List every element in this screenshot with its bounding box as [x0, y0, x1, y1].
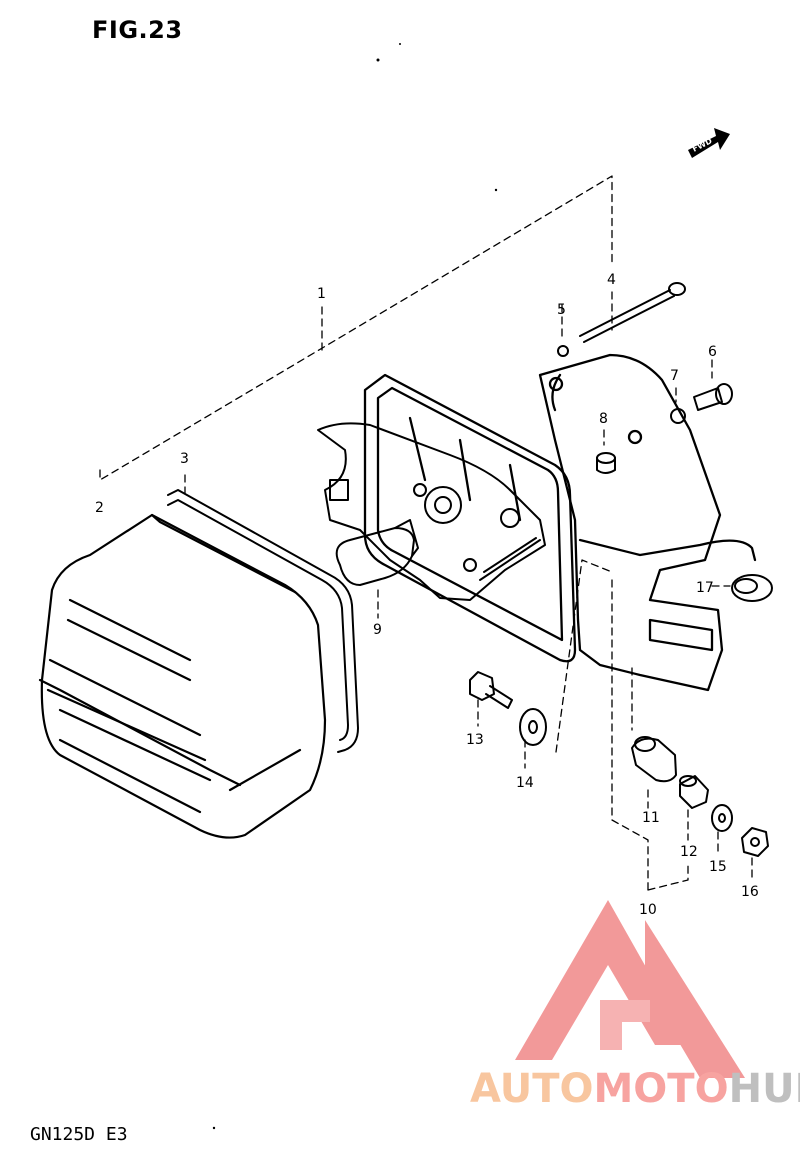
washer-5-part: [557, 345, 569, 357]
callout-2: 2: [95, 500, 104, 516]
callout-6: 6: [708, 344, 717, 360]
base-plate-part: [317, 422, 546, 601]
callout-15: 15: [709, 859, 727, 875]
automotohub-logo-icon: [515, 900, 745, 1078]
washer-7-part: [670, 408, 686, 424]
nut-16-part: [741, 827, 769, 857]
callout-16: 16: [741, 884, 759, 900]
callout-1: 1: [317, 286, 326, 302]
collar-8-part: [596, 452, 616, 474]
leader-lines: [99, 175, 753, 891]
watermark-auto: AUTO: [470, 1066, 594, 1112]
bracket-part: [538, 353, 757, 692]
collar-12-part: [679, 775, 709, 809]
washer-14-part: [519, 708, 547, 746]
callout-5: 5: [557, 302, 566, 318]
callout-8: 8: [599, 411, 608, 427]
callout-10: 10: [639, 902, 657, 918]
callout-3: 3: [180, 451, 189, 467]
watermark-text: AUTOMOTOHUB: [470, 1066, 800, 1112]
figure-title: FIG.23: [92, 16, 183, 44]
scan-specks: [212, 43, 498, 1130]
grommet-17-part: [731, 574, 773, 602]
callout-14: 14: [516, 775, 534, 791]
bolt-13-part: [469, 671, 513, 709]
watermark-moto: MOTO: [593, 1066, 729, 1112]
callout-4: 4: [607, 272, 616, 288]
fwd-arrow-icon: FWD: [688, 128, 730, 158]
callout-7: 7: [670, 368, 679, 384]
washer-15-part: [711, 804, 733, 832]
lens-part: [38, 513, 327, 839]
callout-12: 12: [680, 844, 698, 860]
model-code: GN125D E3: [30, 1124, 128, 1145]
watermark-hub: HUB: [728, 1066, 800, 1112]
bulb-part: [335, 519, 419, 586]
callout-11: 11: [642, 810, 660, 826]
bolt-6-part: [693, 383, 733, 411]
callout-9: 9: [373, 622, 382, 638]
callout-labels: 1 2 3 4 5 6 7 8 9 10 11 12 13 14 15 16 1…: [95, 272, 759, 918]
cushion-11-part: [631, 736, 677, 783]
callout-17: 17: [696, 580, 714, 596]
gasket-part: [167, 489, 359, 753]
housing-part: [363, 373, 577, 663]
callout-13: 13: [466, 732, 484, 748]
bolt-long-part: [579, 282, 686, 343]
